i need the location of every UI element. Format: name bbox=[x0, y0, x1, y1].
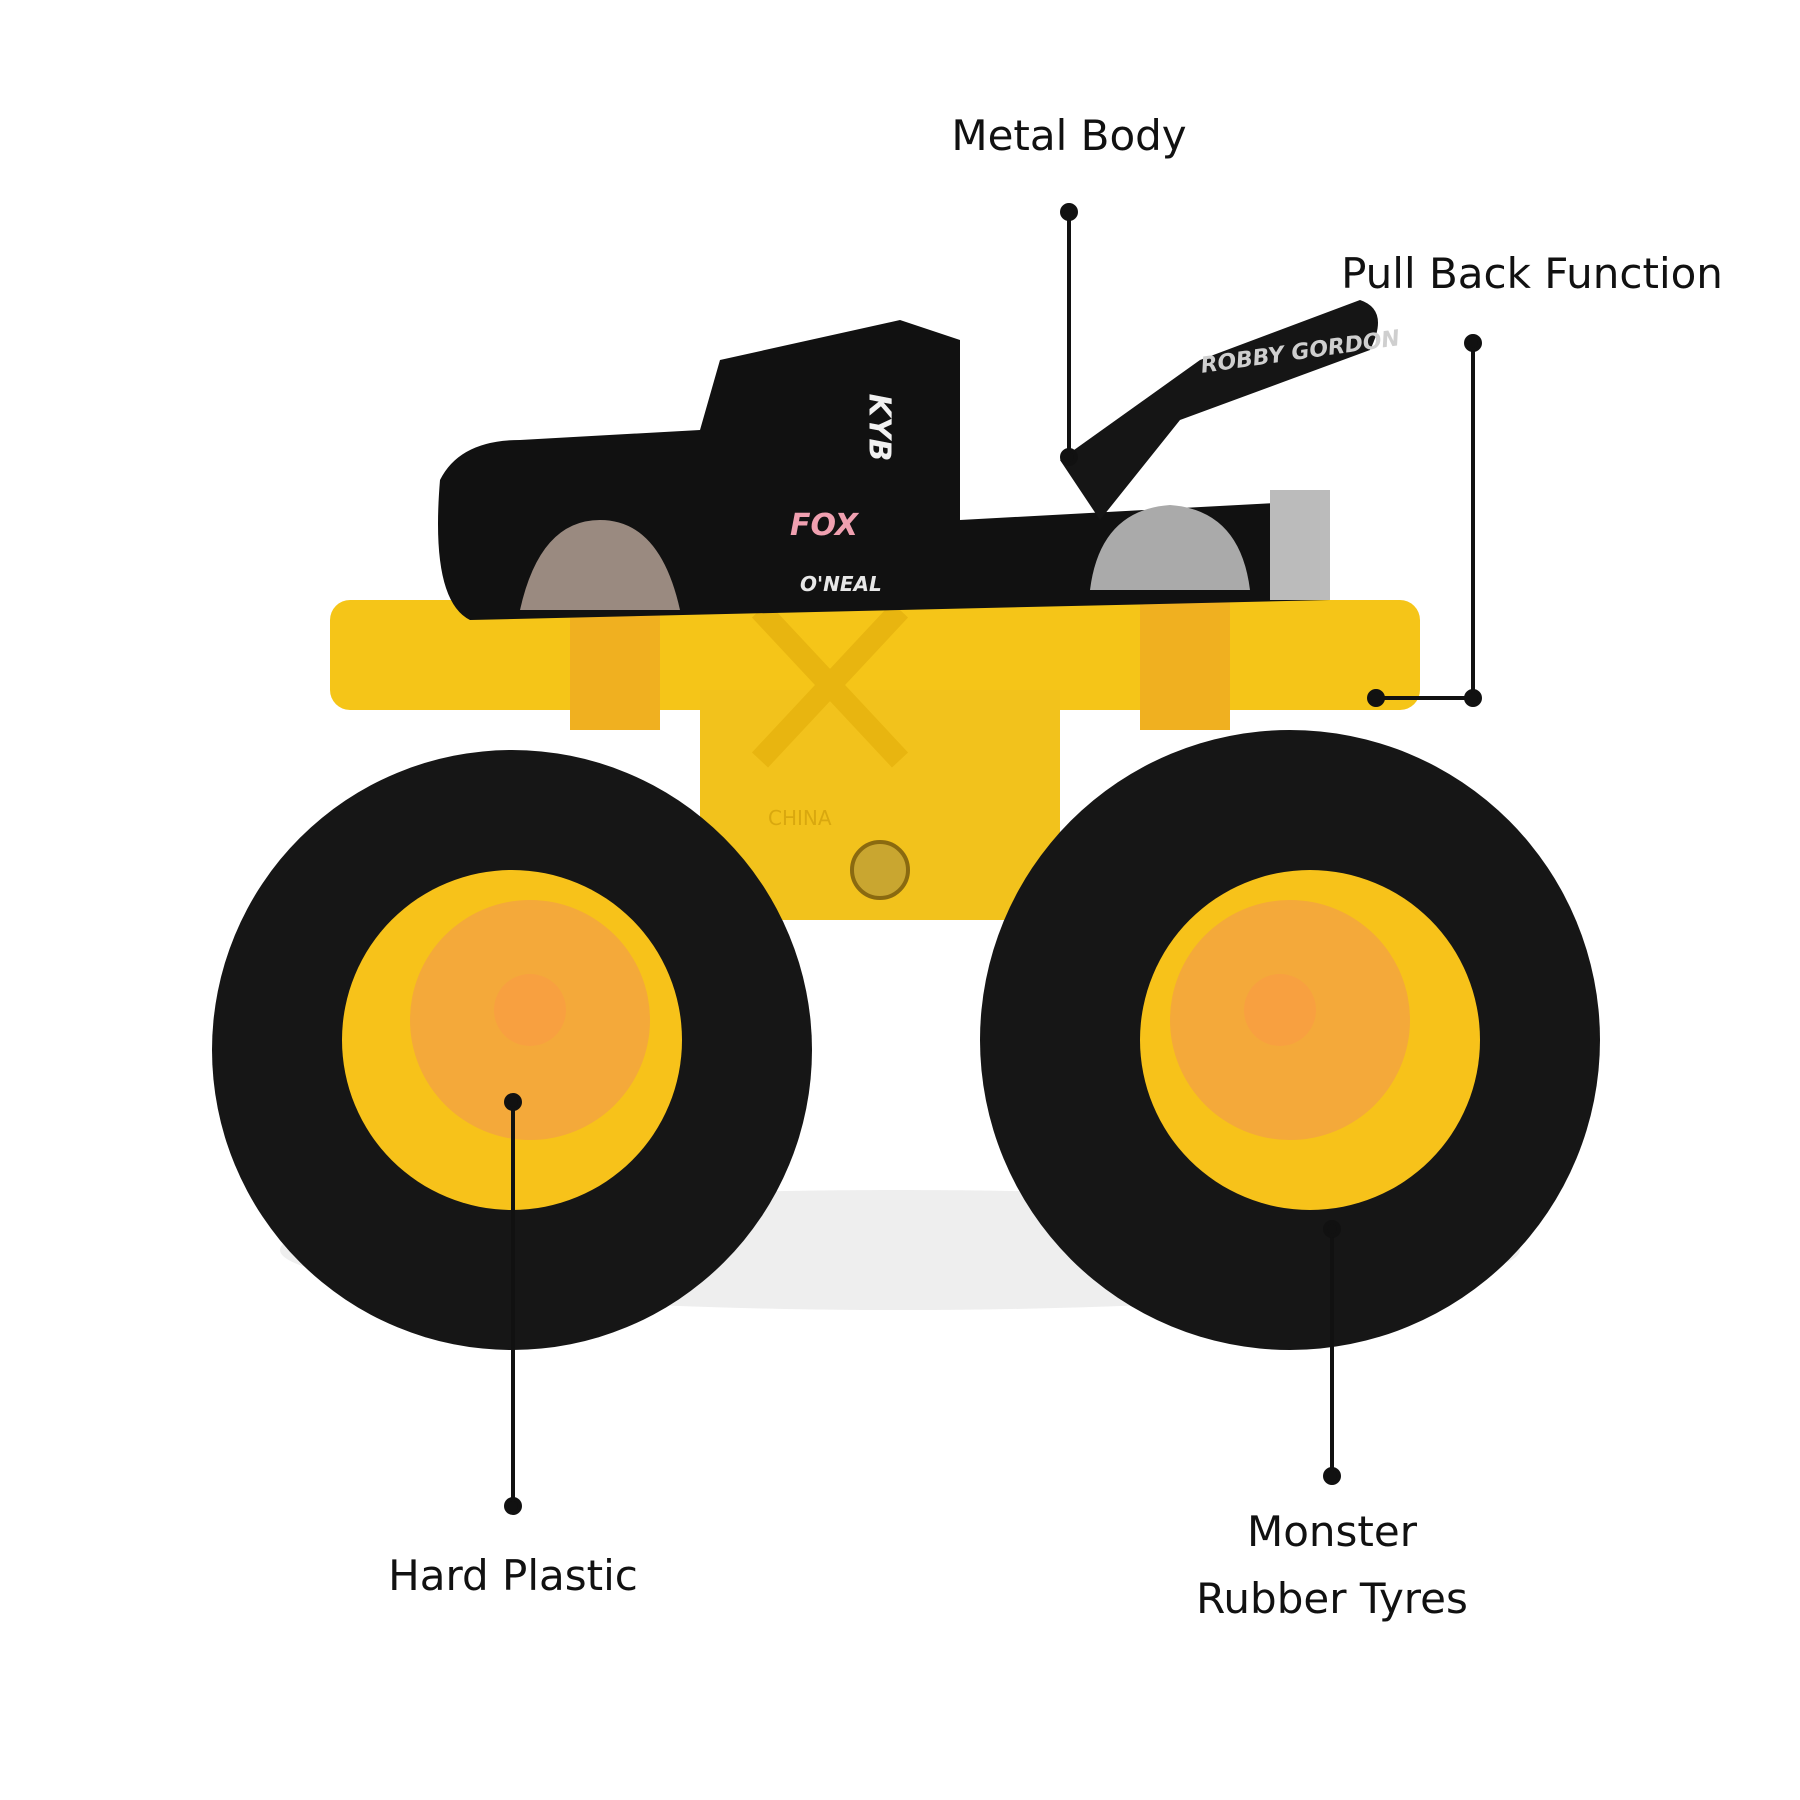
marking-china: CHINA bbox=[768, 806, 832, 830]
marking-kyb: KYB bbox=[861, 393, 897, 462]
marking-fox: FOX bbox=[790, 508, 859, 543]
label-monster-rubber-tyres: Monster Rubber Tyres bbox=[1196, 1498, 1468, 1632]
right-wheel bbox=[980, 730, 1600, 1350]
metal-body-dot bbox=[1060, 203, 1078, 221]
callout-lines bbox=[504, 203, 1482, 1515]
marking-oneal: O'NEAL bbox=[800, 572, 882, 596]
pull-back-dot bbox=[1464, 334, 1482, 352]
label-pull-back-function: Pull Back Function bbox=[1341, 249, 1723, 298]
tyres-dot bbox=[1323, 1467, 1341, 1485]
hard-plastic-dot bbox=[504, 1497, 522, 1515]
label-hard-plastic: Hard Plastic bbox=[388, 1551, 638, 1600]
left-wheel bbox=[212, 750, 812, 1350]
metal-body bbox=[438, 300, 1378, 620]
label-tyres-line2: Rubber Tyres bbox=[1196, 1574, 1468, 1624]
chassis bbox=[330, 600, 1420, 920]
label-tyres-line1: Monster bbox=[1246, 1507, 1418, 1556]
label-metal-body: Metal Body bbox=[951, 111, 1187, 160]
